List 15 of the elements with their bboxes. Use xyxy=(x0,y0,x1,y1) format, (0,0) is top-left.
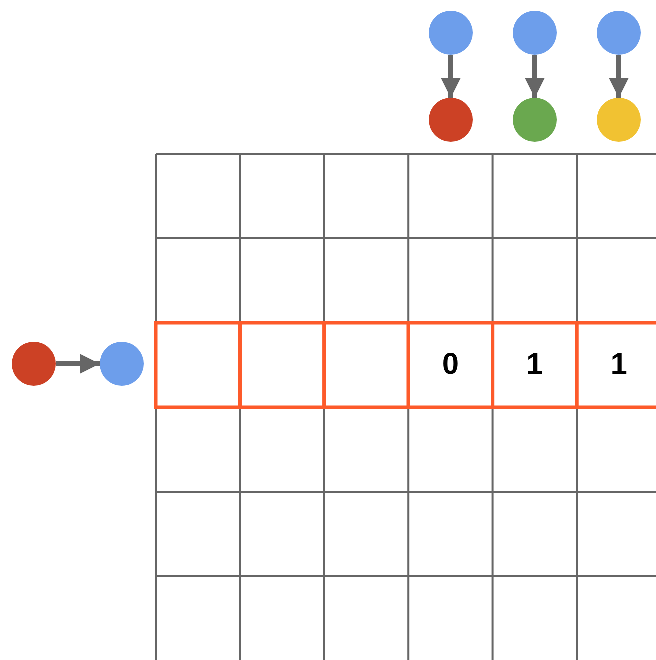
arrow xyxy=(441,55,461,98)
circle-node xyxy=(12,342,56,386)
arrow xyxy=(56,354,100,374)
circle-node xyxy=(597,11,641,55)
circle-node xyxy=(513,11,557,55)
circle-node xyxy=(513,98,557,142)
arrow xyxy=(609,55,629,98)
cell-value: 0 xyxy=(441,348,460,382)
arrow xyxy=(525,55,545,98)
circle-node xyxy=(429,98,473,142)
circle-node xyxy=(429,11,473,55)
circle-node xyxy=(100,342,144,386)
cell-value: 1 xyxy=(526,348,544,382)
circle-node xyxy=(597,98,641,142)
cell-value: 1 xyxy=(610,348,628,382)
